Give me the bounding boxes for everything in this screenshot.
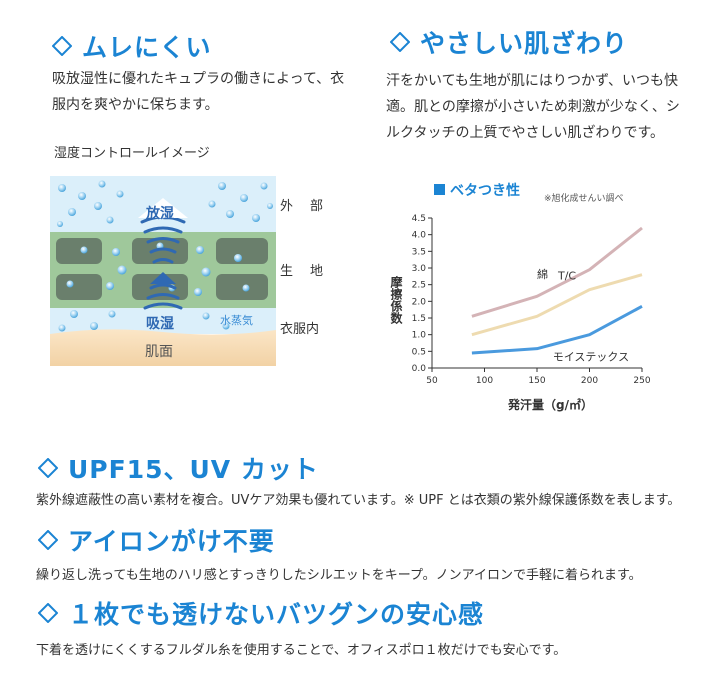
section-heading-iron: アイロンがけ不要 [34,522,275,558]
y-tick-label: 2.5 [412,281,426,291]
y-tick-label: 3.0 [412,264,427,274]
section-title: ムレにくい [82,33,212,62]
x-tick-label: 150 [528,376,545,386]
skin-layer [50,329,276,366]
release-label: 放湿 [145,205,174,222]
y-tick-label: 4.5 [412,214,426,224]
section-body: 紫外線遮蔽性の高い素材を複合。UVケア効果も優れています。※ UPF とは衣類の… [36,493,681,508]
diamond-icon [52,36,72,56]
series-line [471,226,643,318]
absorb-label: 吸湿 [146,316,174,332]
y-tick-label: 0.0 [412,364,427,374]
series-label: T/C [557,270,576,283]
x-tick-label: 200 [581,376,598,386]
absorb-arrow [150,272,176,284]
section-heading-sukenai: １枚でも透けないバツグンの安心感 [34,595,484,631]
vapor-bubbles [57,180,273,332]
legend-square-icon [434,184,445,195]
chart-note: ※旭化成せんい調べ [544,192,624,204]
series-label: モイステックス [553,350,629,363]
x-tick-label: 100 [476,376,493,386]
x-axis-label: 発汗量（g/㎡） [507,397,593,412]
y-tick-label: 1.5 [412,314,426,324]
skin-label: 肌面 [145,344,173,360]
vapor-flow [140,215,186,310]
diamond-icon [390,32,410,52]
diamond-icon [38,458,58,478]
y-tick-label: 1.0 [412,331,427,341]
y-tick-label: 2.0 [412,297,427,307]
diamond-icon [38,530,58,550]
section-title: やさしい肌ざわり [420,29,629,58]
humidity-diagram-title: 湿度コントロールイメージ [54,146,210,161]
section-body: 吸放湿性に優れたキュプラの働きによって、衣服内を爽やかに保ちます。 [52,71,345,113]
release-arrow [138,198,188,218]
chart-title: ベタつき性 [450,182,520,199]
series-label: 綿 [537,267,548,281]
diamond-icon [38,603,58,623]
y-tick-label: 3.5 [412,247,426,257]
x-tick-label: 250 [633,376,650,386]
y-tick-label: 4.0 [412,231,427,241]
section-body: 繰り返し洗っても生地のハリ感とすっきりしたシルエットをキープ。ノンアイロンで手軽… [36,568,642,583]
layer-label-outside: 外 部 [280,199,326,214]
section-body: 汗をかいても生地が肌にはりつかず、いつも快適。肌との摩擦が小さいため刺激が少なく… [386,73,680,141]
section-heading-hada: やさしい肌ざわり [386,24,628,60]
x-tick-label: 50 [426,376,438,386]
y-axis-label: 摩擦係数 [389,275,403,325]
chart-axes: 0.0 0.5 1.0 1.5 2.0 2.5 3.0 3.5 4.0 4.5 50 100 150 20… [412,214,651,386]
section-body: 下着を透けにくくするフルダル糸を使用することで、オフィスポロ１枚だけでも安心です… [36,643,567,658]
section-heading-mure: ムレにくい [48,28,212,64]
y-tick-label: 0.5 [412,347,426,357]
section-title: １枚でも透けないバツグンの安心感 [68,600,485,629]
stickiness-chart: ベタつき性 ※旭化成せんい調べ 摩擦係数 発汗量（g/㎡） 0.0 0.5 1.0 1… [389,182,651,412]
inside-layer [50,308,276,334]
series-line [471,305,643,355]
section-title: アイロンがけ不要 [68,527,275,556]
vapor-label: 水蒸気 [220,313,253,327]
section-heading-upf: UPF15、UV カット [34,450,319,486]
layer-label-inside: 衣服内 [280,322,320,337]
chart-series: 綿 T/C モイステックス [471,226,643,363]
humidity-diagram: 放湿 吸湿 水蒸気 肌面 [50,176,276,366]
section-title: UPF15、UV カット [68,455,319,484]
series-line [471,273,643,337]
layer-label-fabric: 生 地 [280,264,326,279]
